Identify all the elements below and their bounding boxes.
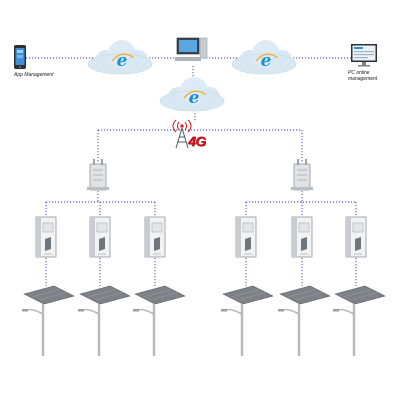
- solar-street-light-icon: [276, 284, 332, 358]
- controller-icon: [144, 216, 166, 258]
- network-4g-badge: 4G: [188, 133, 206, 149]
- solar-street-light-icon: [76, 284, 132, 358]
- cloud-ie-icon: [159, 76, 225, 112]
- cloud-ie-icon: [87, 39, 153, 75]
- concentrator-icon: [86, 158, 110, 191]
- controller-icon: [35, 216, 57, 258]
- solar-street-light-icon: [331, 284, 387, 358]
- pc-online-management-label: PC online management: [348, 70, 377, 82]
- monitor-icon: [351, 44, 377, 67]
- pc-online-label-line1: PC online: [348, 70, 370, 76]
- app-management-label: App Management: [14, 72, 54, 78]
- concentrator-icon: [290, 158, 314, 191]
- cloud-ie-icon: [231, 39, 297, 75]
- controller-icon: [235, 216, 257, 258]
- solar-street-light-icon: [20, 284, 76, 358]
- controller-icon: [89, 216, 111, 258]
- antenna-4g-icon: [172, 119, 192, 149]
- solar-street-light-icon: [131, 284, 187, 358]
- pc-online-label-line2: management: [348, 76, 378, 82]
- phone-icon: [14, 45, 26, 69]
- controller-icon: [345, 216, 367, 258]
- solar-street-light-icon: [219, 284, 275, 358]
- computer-icon: [175, 37, 208, 61]
- controller-icon: [291, 216, 313, 258]
